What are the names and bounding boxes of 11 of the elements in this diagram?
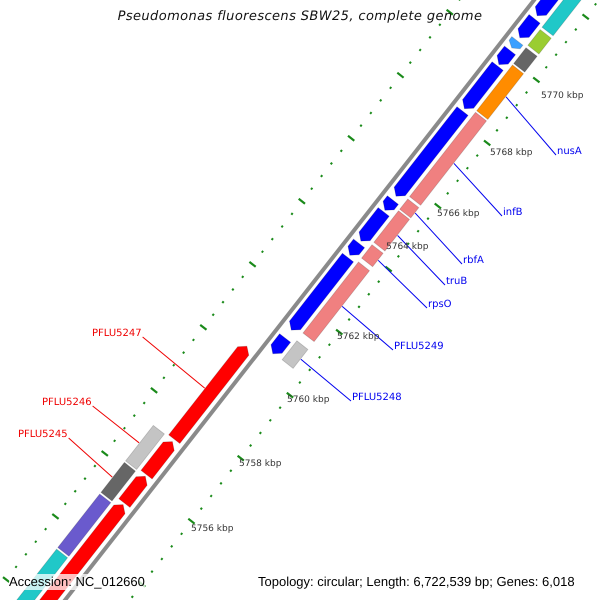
tick-label: 5760 kbp	[287, 395, 330, 406]
tick-label: 5764 kbp	[386, 242, 428, 253]
tick-label: 5756 kbp	[191, 524, 234, 535]
tick-label: 5762 kbp	[337, 332, 380, 343]
tick-label: 5768 kbp	[490, 148, 532, 159]
tick-label: 5766 kbp	[437, 209, 480, 220]
tick-label: 5770 kbp	[541, 91, 584, 102]
accession-text: Accession: NC_012660	[9, 574, 145, 590]
genome-info-text: Topology: circular; Length: 6,722,539 bp; Genes: 6,018	[258, 574, 575, 590]
title: Pseudomonas fluorescens SBW25, complete genome	[116, 9, 484, 25]
tick-label: 5758 kbp	[239, 459, 282, 470]
